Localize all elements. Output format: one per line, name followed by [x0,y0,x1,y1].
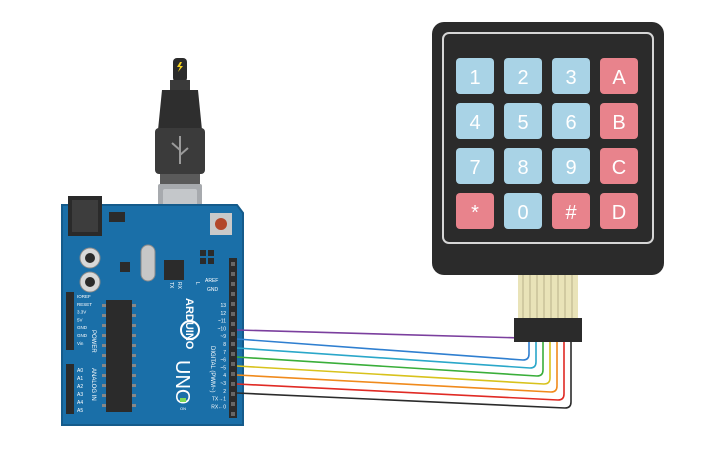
power-pin-label: RESET [77,302,92,307]
led-l-label: L [194,282,200,285]
analog-pin-label: A5 [77,408,83,414]
digital-pin-label: ~6 [220,358,226,364]
power-header [66,292,74,350]
digital-pin-label: ~10 [218,326,227,332]
key-label: 1 [469,67,480,89]
wire-pin-6[interactable] [236,342,544,377]
wire-pin-4[interactable] [236,342,558,393]
digital-pin-label: 7 [223,350,226,356]
keypad-connector [514,318,582,342]
digital-label: DIGITAL (PWM~) [209,346,215,393]
digital-pin-label: RX←0 [211,404,226,410]
key-label: 5 [517,112,528,134]
wire-pin-5[interactable] [236,342,551,385]
crystal [140,244,156,282]
ribbon-cable [518,275,578,320]
board-name: UNO [171,360,193,404]
key-D[interactable]: D [600,193,638,229]
key-8[interactable]: 8 [504,148,542,184]
wire-pin-3[interactable] [236,342,565,401]
power-pin-label: 5V [77,317,83,322]
key-label: 7 [469,157,480,179]
infinity-logo [180,320,200,340]
analog-pin-label: A1 [77,376,83,382]
key-label: B [612,112,625,134]
analog-label: ANALOG IN [90,368,96,401]
key-label: C [612,157,626,179]
power-pin-label: Vin [77,341,84,346]
power-label: POWER [90,330,96,353]
atmega-chip [106,300,132,412]
gnd-label: GND [207,287,219,293]
key-C[interactable]: C [600,148,638,184]
key-A[interactable]: A [600,58,638,94]
digital-pin-label: TX→1 [212,397,226,403]
digital-pin-label: 8 [223,342,226,348]
power-pin-label: GND [77,325,88,330]
key-1[interactable]: 1 [456,58,494,94]
digital-pin-label: ~11 [218,319,226,325]
led-on-label: ON [180,406,186,411]
digital-pin-label: 4 [223,373,226,379]
key-label: A [612,67,626,89]
key-label: # [565,202,577,224]
wire-pin-8[interactable] [236,338,530,361]
digital-pin-label: ~9 [220,334,226,340]
keypad-4x4[interactable]: 1 2 3 A 4 5 6 B 7 8 9 C * 0 # D [432,22,664,342]
on-led [180,398,186,402]
key-label: 0 [517,202,528,224]
key-label: 3 [565,67,576,89]
digital-pin-label: ~5 [220,365,226,371]
keypad-bezel [442,32,654,244]
digital-pin-label: 13 [220,303,226,309]
digital-pin-label: 12 [220,311,226,317]
key-label: 4 [469,112,480,134]
wire-pin-9[interactable] [236,329,523,342]
power-pin-labels: IOREF RESET 3.3V 5V GND GND Vin [77,294,92,346]
key-7[interactable]: 7 [456,148,494,184]
key-label: 2 [517,67,528,89]
key-B[interactable]: B [600,103,638,139]
analog-pin-label: A0 [77,368,83,374]
key-label: * [471,202,479,224]
led-tx-label: TX [168,282,174,289]
analog-pin-label: A2 [77,384,83,390]
key-5[interactable]: 5 [504,103,542,139]
analog-pin-label: A4 [77,400,83,406]
analog-pin-label: A3 [77,392,83,398]
analog-header [66,364,74,414]
wire-pin-2[interactable] [236,342,572,409]
wire-pin-7[interactable] [236,342,537,369]
key-9[interactable]: 9 [552,148,590,184]
key-4[interactable]: 4 [456,103,494,139]
led-rx-label: RX [176,282,182,290]
digital-pin-label: 2 [223,389,226,395]
power-pin-label: 3.3V [77,310,86,315]
power-pin-label: IOREF [77,294,91,299]
lightning-icon [177,62,183,72]
key-0[interactable]: 0 [504,193,542,229]
digital-header [229,258,237,418]
key-label: 8 [517,157,528,179]
key-label: 6 [565,112,576,134]
key-2[interactable]: 2 [504,58,542,94]
key-star[interactable]: * [456,193,494,229]
key-label: 9 [565,157,576,179]
key-6[interactable]: 6 [552,103,590,139]
arduino-board[interactable]: ARDUINO UNO DIGITAL (PWM~) POWER ANALOG … [61,196,244,426]
arduino-brand: ARDUINO [183,298,195,350]
aref-label: AREF [205,278,218,284]
digital-pin-label: ~3 [220,381,226,387]
key-3[interactable]: 3 [552,58,590,94]
key-hash[interactable]: # [552,193,590,229]
digital-pin-labels: 13 12 ~11~10 ~9 8 7 ~6~5 4 ~3 2TX→1RX←0 [211,303,226,410]
usb-icon [171,136,189,164]
key-label: D [612,202,626,224]
power-pin-label: GND [77,333,88,338]
